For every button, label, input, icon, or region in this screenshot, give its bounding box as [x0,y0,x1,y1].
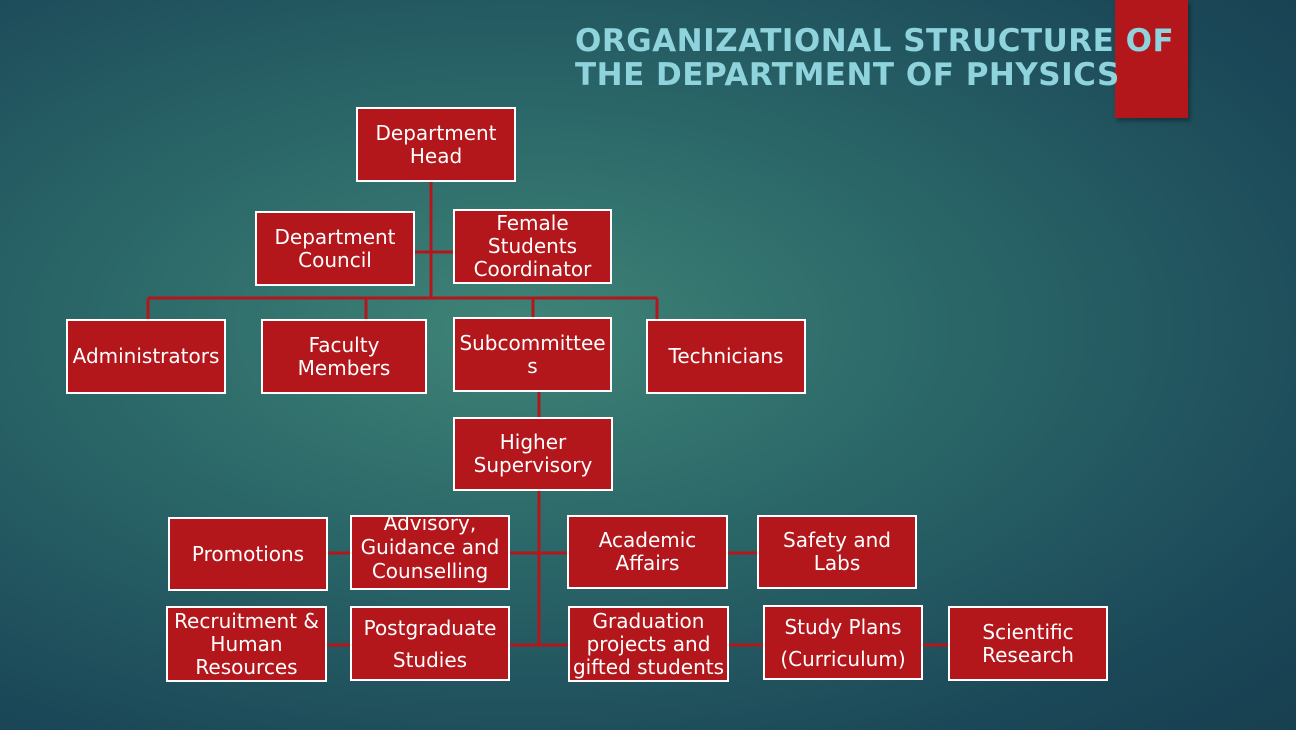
node-study-plans: Study Plans (Curriculum) [763,605,923,680]
node-higher-supervisory-label: Higher Supervisory [473,430,593,477]
node-promotions-label: Promotions [191,541,305,566]
node-postgraduate-studies-label: Postgraduate Studies [363,615,497,672]
node-technicians-label: Technicians [668,344,784,368]
page-title: ORGANIZATIONAL STRUCTURE OF THE DEPARTME… [575,24,1174,92]
node-faculty-members: Faculty Members [261,319,427,394]
node-recruitment-hr: Recruitment & Human Resources [166,606,327,682]
node-faculty-members-label: Faculty Members [297,332,391,380]
node-scientific-research-label: Scientific Research [982,619,1074,667]
node-academic-affairs: Academic Affairs [567,515,728,589]
node-female-students-coordinator: Female Students Coordinator [453,209,612,284]
node-department-head-label: Department Head [375,120,497,168]
node-graduation-projects-label: Graduation projects and gifted students [572,608,724,679]
node-administrators-label: Administrators [72,344,220,368]
node-advisory-guidance-label: Advisory, Guidance and Counselling [360,515,500,583]
title-line-2: THE DEPARTMENT OF PHYSICS [575,57,1120,93]
node-recruitment-hr-label: Recruitment & Human Resources [174,608,319,679]
node-subcommittees-label: Subcommittees [459,330,606,378]
node-promotions: Promotions [168,517,328,591]
title-line-1: ORGANIZATIONAL STRUCTURE OF [575,23,1175,59]
node-academic-affairs-label: Academic Affairs [598,528,697,575]
node-department-head: Department Head [356,107,516,182]
node-advisory-guidance: Advisory, Guidance and Counselling [350,515,510,590]
node-administrators: Administrators [66,319,226,394]
node-technicians: Technicians [646,319,806,394]
node-female-students-coordinator-label: Female Students Coordinator [473,211,592,281]
node-safety-labs: Safety and Labs [757,515,917,589]
node-postgraduate-studies: Postgraduate Studies [350,606,510,681]
node-higher-supervisory: Higher Supervisory [453,417,613,491]
accent-tab [1115,0,1188,118]
node-study-plans-label: Study Plans (Curriculum) [780,614,906,671]
node-subcommittees: Subcommittees [453,317,612,392]
node-department-council: Department Council [255,211,415,286]
node-department-council-label: Department Council [274,224,396,272]
node-safety-labs-label: Safety and Labs [783,528,891,575]
node-graduation-projects: Graduation projects and gifted students [568,606,729,682]
node-scientific-research: Scientific Research [948,606,1108,681]
